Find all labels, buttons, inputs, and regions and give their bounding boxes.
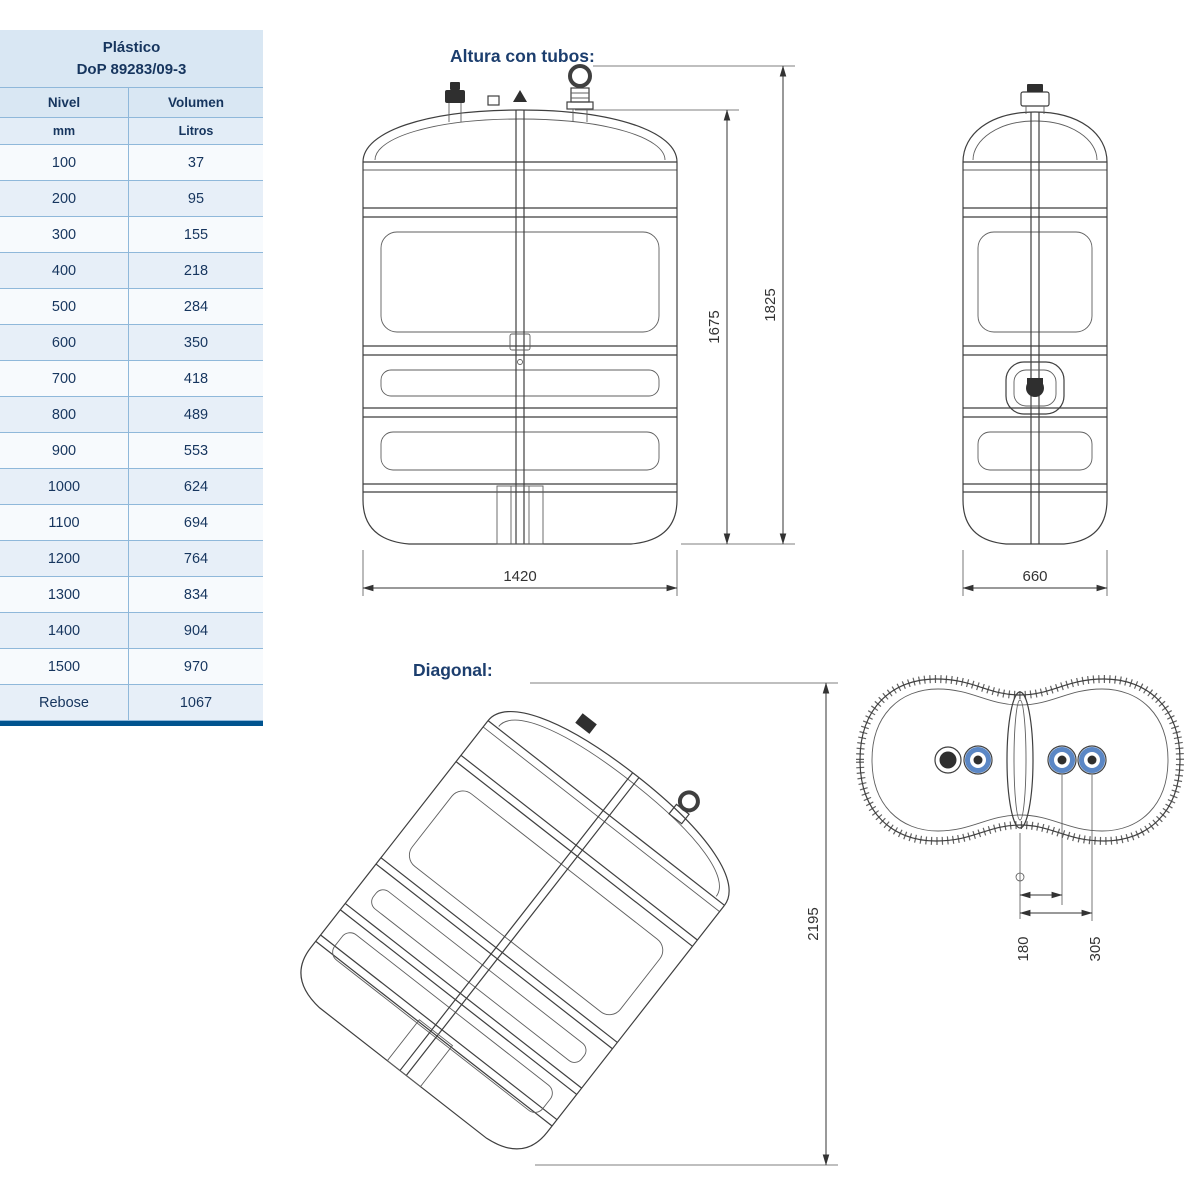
table-title-dop: DoP 89283/09-3 — [76, 60, 187, 78]
diagonal-view-drawing: 2195 — [300, 682, 838, 1166]
top-dimensions: 180 305 — [1015, 775, 1104, 962]
diagonal-tank-fittings-icon — [575, 713, 700, 825]
cell-nivel: 700 — [51, 370, 77, 387]
unit-litros: Litros — [128, 117, 263, 144]
cell-volumen: 764 — [128, 540, 263, 576]
table-title: Plástico DoP 89283/09-3 — [0, 30, 263, 88]
side-cap-icon — [1020, 84, 1050, 114]
cell-volumen: 418 — [128, 360, 263, 396]
front-view-drawing: 1675 1825 1420 — [362, 64, 795, 596]
cell-volumen: 694 — [128, 504, 263, 540]
cell-nivel: 500 — [51, 298, 77, 315]
table-row: 1100 694 — [0, 504, 263, 541]
cell-nivel: 1400 — [47, 622, 81, 639]
table-row: Rebose 1067 — [0, 684, 263, 721]
front-dimensions: 1675 1825 1420 — [362, 65, 795, 596]
top-ports-icon — [934, 745, 1107, 775]
cell-volumen: 553 — [128, 432, 263, 468]
column-header-volumen: Volumen — [128, 87, 263, 117]
cell-volumen: 155 — [128, 216, 263, 252]
column-header-nivel: Nivel — [47, 94, 81, 110]
cell-nivel: 200 — [51, 190, 77, 207]
table-row: 1300 834 — [0, 576, 263, 613]
front-view-tank — [362, 64, 678, 545]
table-row: 1200 764 — [0, 540, 263, 577]
side-dimensions: 660 — [962, 550, 1108, 596]
cell-nivel: 1300 — [47, 586, 81, 603]
cell-volumen: 834 — [128, 576, 263, 612]
dim-width: 1420 — [503, 568, 536, 585]
table-row: 300 155 — [0, 216, 263, 253]
table-row: 1000 624 — [0, 468, 263, 505]
side-view-drawing: 660 — [962, 84, 1108, 596]
table-body: 100 37 200 95 300 155 400 218 500 284 60… — [0, 144, 263, 721]
cell-nivel: 800 — [51, 406, 77, 423]
cell-volumen: 284 — [128, 288, 263, 324]
cell-volumen: 218 — [128, 252, 263, 288]
diagonal-dimensions: 2195 — [530, 682, 838, 1166]
cell-nivel: 100 — [51, 154, 77, 171]
cell-volumen: 95 — [128, 180, 263, 216]
cell-volumen: 904 — [128, 612, 263, 648]
table-bottom-rule — [0, 720, 263, 726]
top-view-drawing: 180 305 — [855, 674, 1185, 962]
cell-nivel: 300 — [51, 226, 77, 243]
top-view-tank — [855, 674, 1185, 846]
dim-height-with-tubes: 1825 — [762, 288, 779, 321]
cell-nivel: 400 — [51, 262, 77, 279]
table-units-row: mm Litros — [0, 117, 263, 145]
table-row: 1400 904 — [0, 612, 263, 649]
dim-port-offset-1: 180 — [1015, 936, 1032, 961]
cell-nivel: 1100 — [48, 514, 80, 531]
cell-volumen: 350 — [128, 324, 263, 360]
unit-mm: mm — [52, 123, 76, 138]
table-row: 900 553 — [0, 432, 263, 469]
table-row: 500 284 — [0, 288, 263, 325]
dim-diagonal: 2195 — [805, 907, 822, 940]
table-row: 100 37 — [0, 144, 263, 181]
cell-volumen: 37 — [128, 144, 263, 180]
side-view-tank — [962, 84, 1108, 545]
table-row: 1500 970 — [0, 648, 263, 685]
dim-depth: 660 — [1022, 568, 1047, 585]
table-header-row: Nivel Volumen — [0, 87, 263, 118]
cell-nivel: 1000 — [47, 478, 81, 495]
cell-nivel: 1200 — [47, 550, 81, 567]
table-row: 400 218 — [0, 252, 263, 289]
side-fitting-icon — [1005, 361, 1065, 415]
cell-nivel: 600 — [51, 334, 77, 351]
cell-volumen: 624 — [128, 468, 263, 504]
cell-volumen: 1067 — [128, 684, 263, 720]
diagonal-view-tank — [300, 710, 730, 1150]
cell-nivel: Rebose — [39, 694, 89, 711]
table-title-material: Plástico — [102, 39, 161, 56]
cell-volumen: 489 — [128, 396, 263, 432]
dim-height-tank: 1675 — [706, 310, 723, 343]
table-row: 200 95 — [0, 180, 263, 217]
front-tank-fittings-icon — [445, 64, 594, 122]
cell-nivel: 1500 — [47, 658, 81, 675]
cell-volumen: 970 — [128, 648, 263, 684]
table-row: 700 418 — [0, 360, 263, 397]
cell-nivel: 900 — [51, 442, 77, 459]
front-view-label: Altura con tubos: — [450, 46, 595, 66]
level-volume-table: Plástico DoP 89283/09-3 Nivel Volumen mm… — [0, 30, 263, 726]
table-row: 800 489 — [0, 396, 263, 433]
diagonal-view-label: Diagonal: — [413, 660, 493, 680]
dim-port-offset-2: 305 — [1087, 936, 1104, 961]
table-row: 600 350 — [0, 324, 263, 361]
